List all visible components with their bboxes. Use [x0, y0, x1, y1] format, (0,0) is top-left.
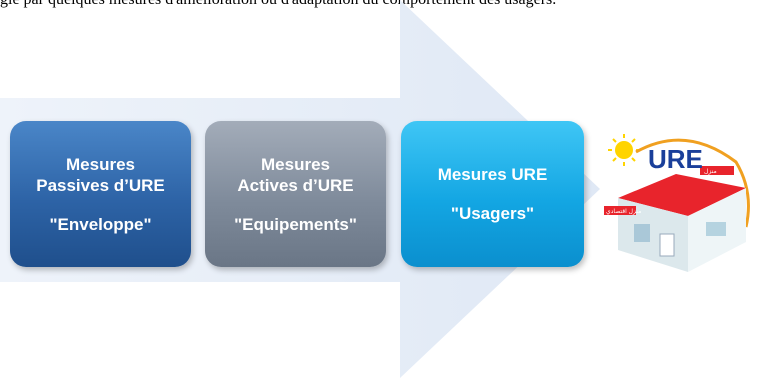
logo-arabic-label-1: منزل	[704, 168, 717, 175]
box3-label: "Usagers"	[450, 204, 535, 223]
sun-icon	[608, 134, 640, 166]
house-icon	[604, 166, 746, 272]
box2-label: "Equipements"	[234, 214, 357, 234]
box2-line2: Actives d’URE	[237, 175, 354, 195]
box3-line1: Mesures URE	[437, 165, 548, 184]
box-user-measures: Mesures URE "Usagers"	[401, 121, 584, 267]
box1-line2: Passives d’URE	[36, 175, 165, 195]
box1-label: "Enveloppe"	[49, 214, 152, 234]
box2-line1: Mesures	[261, 154, 330, 174]
logo-title: URE	[648, 144, 703, 174]
box-active-measures: Mesures Actives d’URE "Equipements"	[205, 121, 386, 267]
box1-line1: Mesures	[66, 154, 135, 174]
partial-top-text: gie par quelques mesures d'amélioration …	[0, 0, 556, 9]
box-passive-measures: Mesures Passives d’URE "Enveloppe"	[10, 121, 191, 267]
ure-house-logo: URE منزل منزل اقتصادي	[604, 134, 750, 272]
logo-arabic-label-2: منزل اقتصادي	[606, 208, 641, 215]
